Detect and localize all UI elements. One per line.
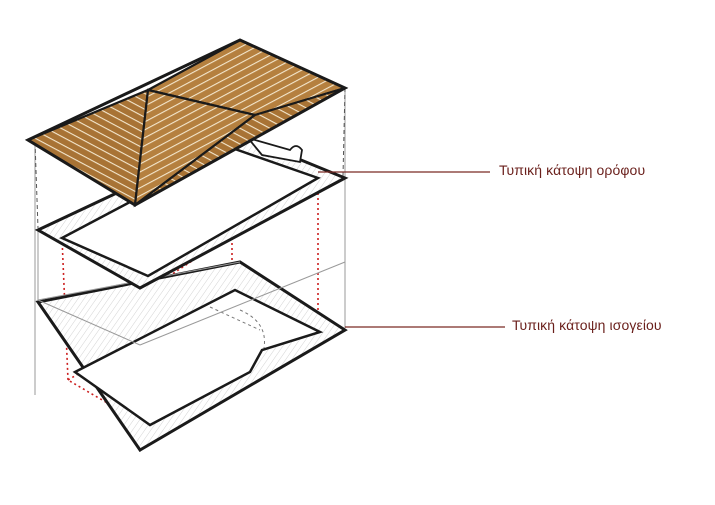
upper-floor-label: Τυπική κάτοψη ορόφου <box>499 162 646 178</box>
hip-roof <box>24 38 349 208</box>
ground-floor-plan <box>35 260 348 452</box>
ground-floor-label: Τυπική κάτοψη ισογείου <box>512 317 662 333</box>
leader-lines <box>318 171 505 328</box>
